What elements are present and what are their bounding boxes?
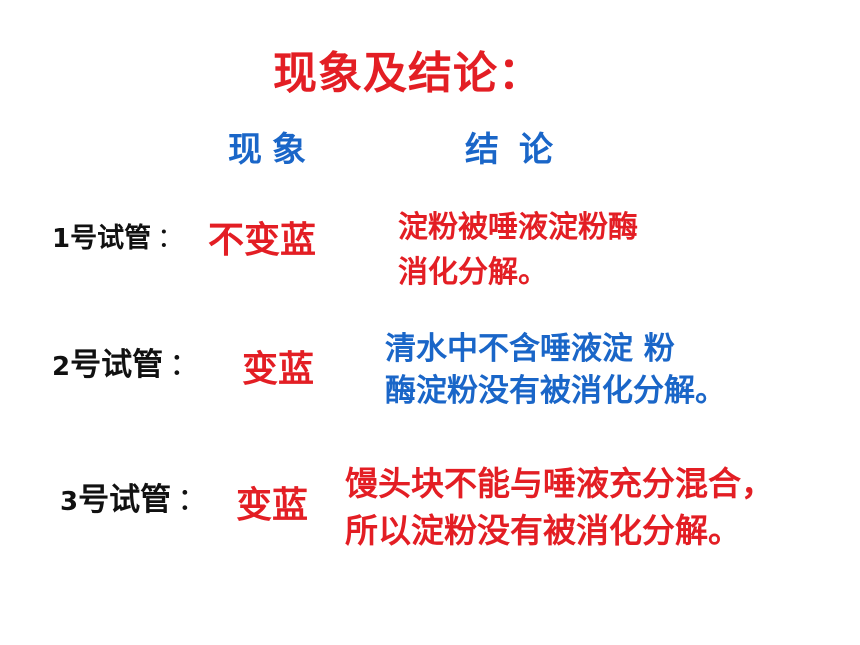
tube-2-conclusion-line: 清水中不含唾液淀 粉 <box>385 331 675 367</box>
tube-3-text: 号试管 <box>78 482 172 518</box>
tube-1-number: 1 <box>52 224 71 254</box>
tube-3-phenomenon: 变蓝 <box>236 485 309 526</box>
tube-1-conclusion-line: 消化分解。 <box>398 255 548 290</box>
tube-2-colon: ： <box>169 347 201 383</box>
tube-3-conclusion-line: 馒头块不能与唾液充分混合， <box>345 464 774 503</box>
tube-2-conclusion: 清水中不含唾液淀 粉 酶淀粉没有被消化分解。 <box>385 328 855 412</box>
tube-1-conclusion-line: 淀粉被唾液淀粉酶 <box>398 210 638 245</box>
tube-1-conclusion: 淀粉被唾液淀粉酶 消化分解。 <box>398 205 718 295</box>
tube-3-conclusion-line: 所以淀粉没有被消化分解。 <box>345 511 741 550</box>
tube-1-label: 1号试管： <box>52 225 184 252</box>
conclusion-header: 结论 <box>465 130 573 170</box>
tube-2-number: 2 <box>52 352 71 382</box>
tube-3-colon: ： <box>177 482 209 518</box>
tube-2-text: 号试管 <box>70 347 164 383</box>
phenomenon-header: 现象 <box>228 130 316 170</box>
tube-2-phenomenon: 变蓝 <box>242 349 315 390</box>
tube-2-conclusion-line: 酶淀粉没有被消化分解。 <box>385 373 726 409</box>
tube-3-number: 3 <box>60 487 79 517</box>
tube-3-label: 3号试管： <box>60 485 208 516</box>
tube-3-conclusion: 馒头块不能与唾液充分混合， 所以淀粉没有被消化分解。 <box>345 460 850 554</box>
tube-1-colon: ： <box>157 223 185 254</box>
page-title: 现象及结论： <box>273 48 543 99</box>
tube-1-phenomenon: 不变蓝 <box>208 220 317 261</box>
tube-2-label: 2号试管： <box>52 350 200 381</box>
tube-1-text: 号试管 <box>70 223 152 254</box>
